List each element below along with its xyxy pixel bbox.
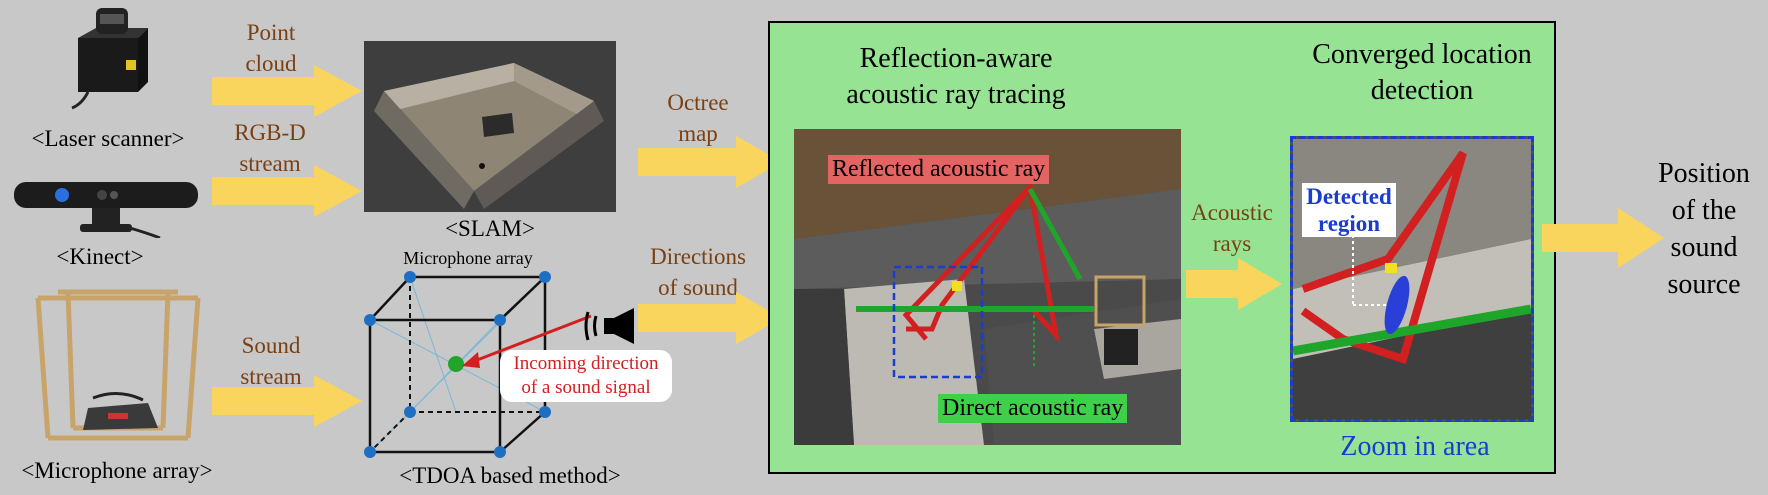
laser-scanner-label: <Laser scanner>	[31, 126, 185, 151]
direct-ray-label: Direct acoustic ray	[938, 394, 1128, 423]
speaker-icon	[584, 308, 634, 344]
slam-map-image	[364, 41, 616, 212]
zoom-in-area-label: Zoom in area	[1340, 431, 1490, 462]
mic-array-cube-title: Microphone array	[403, 248, 533, 268]
mic-array-frame-image	[28, 288, 208, 448]
arrow-rgbd	[212, 165, 362, 217]
arrow-sound-stream	[212, 375, 362, 427]
zoom-area-image	[1290, 136, 1534, 422]
arrow-output	[1542, 208, 1664, 268]
reflected-ray-label: Reflected acoustic ray	[828, 155, 1050, 184]
slam-label: <SLAM>	[445, 216, 535, 241]
arrow-directions-of-sound	[638, 292, 782, 344]
arrow-octree-map	[638, 136, 782, 188]
arrow-point-cloud	[212, 65, 362, 117]
tdoa-label: <TDOA based method>	[399, 463, 621, 488]
laser-scanner-image	[68, 4, 148, 110]
incoming-direction-arrow	[462, 314, 592, 368]
mic-array-label: <Microphone array>	[21, 458, 213, 483]
kinect-image	[10, 176, 202, 238]
arrow-acoustic-rays	[1186, 258, 1282, 310]
kinect-label: <Kinect>	[56, 244, 144, 269]
